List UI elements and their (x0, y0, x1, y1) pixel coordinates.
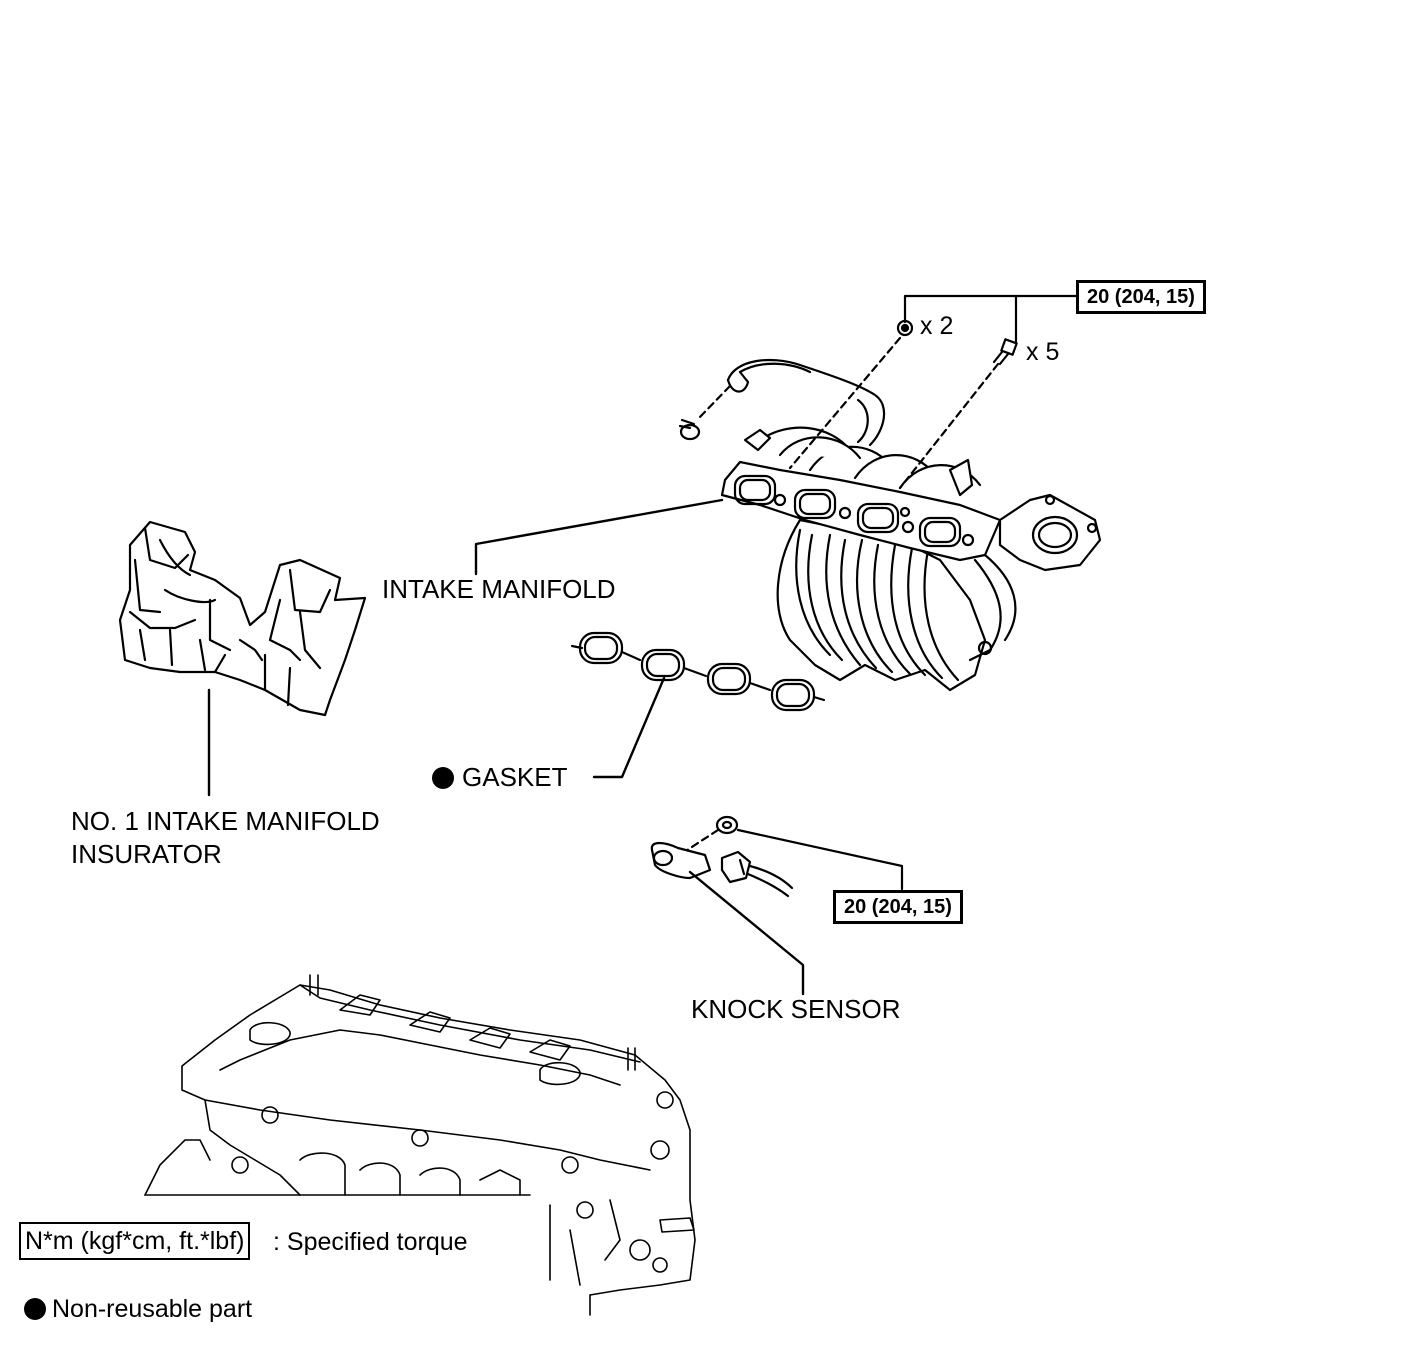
gasket-label: GASKET (432, 762, 567, 792)
legend-torque-description: : Specified torque (273, 1228, 468, 1256)
gasket-part (570, 631, 826, 712)
leader-gasket (592, 676, 666, 779)
torque-leader-manifold (903, 294, 1080, 344)
insulator-label-line2: INSURATOR (71, 839, 222, 869)
non-reusable-icon (432, 767, 454, 789)
legend-torque-unit-box: N*m (kgf*cm, ft.*lbf) (19, 1222, 251, 1260)
legend-non-reusable-text: Non-reusable part (52, 1295, 253, 1323)
knock-sensor-label: KNOCK SENSOR (691, 994, 901, 1024)
leader-intake-manifold (474, 498, 724, 576)
insulator-part (118, 520, 367, 717)
knock-sensor-torque-spec: 20 (204, 15) (833, 890, 963, 924)
non-reusable-legend-icon (24, 1298, 46, 1320)
knock-sensor-nut-part (715, 815, 739, 835)
engine-block-part (144, 974, 696, 1316)
intake-manifold-part (720, 358, 1102, 692)
intake-manifold-label: INTAKE MANIFOLD (382, 574, 616, 604)
hose-clamp-part (678, 418, 701, 441)
manifold-torque-spec: 20 (204, 15) (1076, 280, 1206, 314)
insulator-label-line1: NO. 1 INTAKE MANIFOLD (71, 806, 380, 836)
gasket-label-text: GASKET (462, 762, 568, 792)
legend-non-reusable: Non-reusable part (24, 1294, 252, 1324)
torque-leader-knock (736, 828, 904, 891)
leader-knock-sensor (688, 870, 805, 996)
nut-quantity: x 2 (920, 312, 954, 340)
bolt-part (992, 338, 1018, 366)
bolt-quantity: x 5 (1026, 338, 1060, 366)
knock-sensor-part (650, 841, 794, 898)
